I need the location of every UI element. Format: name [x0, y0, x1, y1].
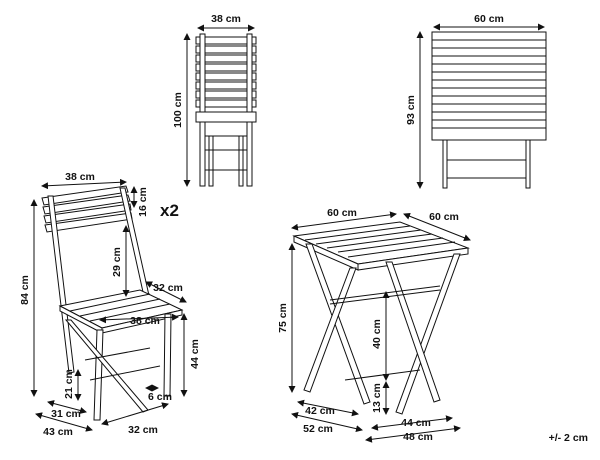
chair-iso-back-height-label: 29 cm	[111, 247, 123, 277]
table-front-width-label: 60 cm	[474, 13, 504, 25]
table-front-view: 60 cm 93 cm	[405, 13, 547, 189]
chair-iso-backrest	[41, 185, 133, 233]
chair-iso-seat-width-label: 38 cm	[130, 315, 160, 327]
chair-front-slats	[195, 36, 257, 108]
chair-front-height-label: 100 cm	[172, 92, 184, 128]
chair-iso-base-c-label: 32 cm	[128, 424, 158, 436]
table-iso-top-width-label: 60 cm	[327, 207, 357, 219]
chair-iso-base-a-label: 31 cm	[51, 408, 81, 420]
table-iso-base-d-label: 48 cm	[403, 431, 433, 443]
table-iso-foot-height-label: 13 cm	[371, 383, 383, 413]
chair-iso-top-width-label: 38 cm	[65, 171, 95, 183]
chair-iso-seat-height-label: 44 cm	[189, 339, 201, 369]
chair-iso-view: 38 cm 16 cm x2 84 cm 29 cm 32 cm 38 cm 4…	[19, 171, 201, 438]
chair-iso-leg-b-label: 6 cm	[148, 391, 172, 403]
table-front-slats	[432, 39, 546, 129]
chair-iso-back-depth-label: 16 cm	[137, 187, 149, 217]
table-iso-view: 60 cm 60 cm 75 cm 40 cm 13 cm 42 cm 52 c…	[277, 207, 471, 443]
chair-iso-leg-a-label: 21 cm	[63, 369, 75, 399]
chair-front-width-label: 38 cm	[211, 13, 241, 25]
chair-front-view: 38 cm 100 cm	[172, 13, 257, 187]
table-iso-base-a-label: 42 cm	[305, 405, 335, 417]
table-iso-height-label: 75 cm	[277, 303, 289, 333]
quantity-label: x2	[160, 201, 179, 220]
table-front-height-label: 93 cm	[405, 95, 417, 125]
tolerance-note: +/- 2 cm	[549, 432, 588, 444]
table-iso-base-c-label: 44 cm	[401, 417, 431, 429]
table-iso-leg-height-label: 40 cm	[371, 319, 383, 349]
table-iso-base-b-label: 52 cm	[303, 423, 333, 435]
chair-iso-base-b-label: 43 cm	[43, 426, 73, 438]
chair-iso-seat-depth-label: 32 cm	[153, 282, 183, 294]
table-iso-top-depth-label: 60 cm	[429, 211, 459, 223]
chair-iso-height-label: 84 cm	[19, 275, 31, 305]
